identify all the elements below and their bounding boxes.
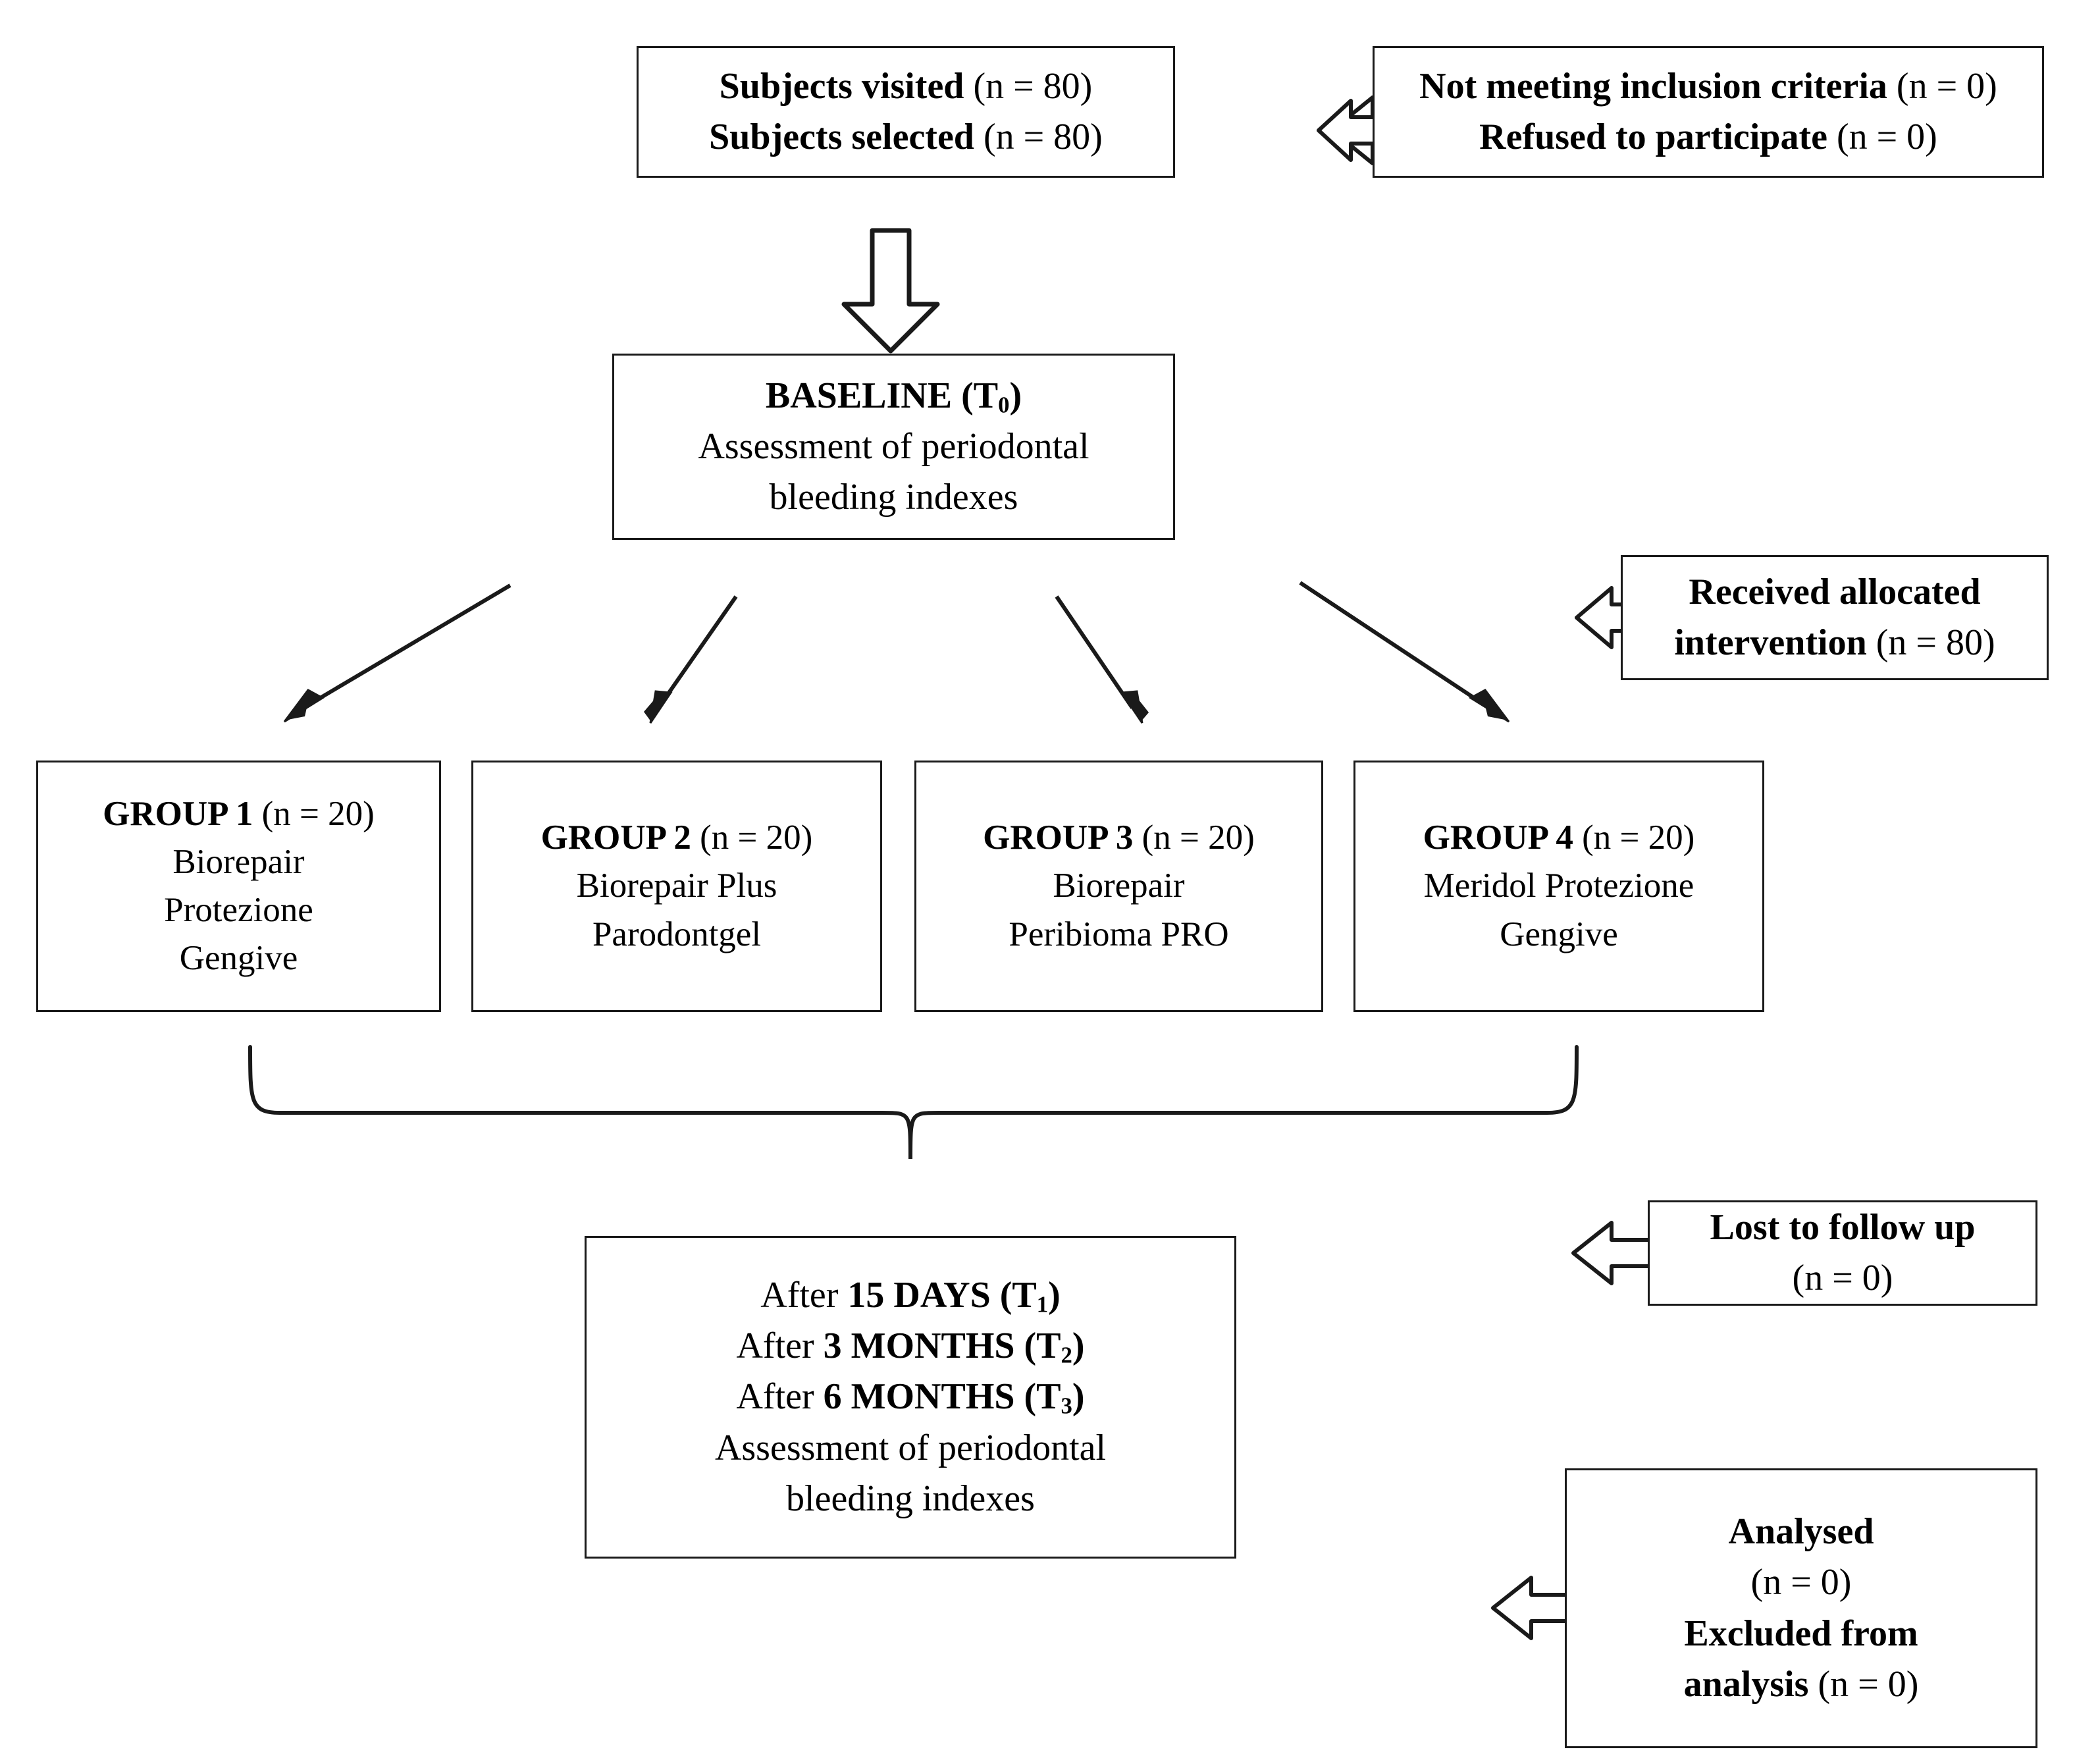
allocation-line-2-bold: intervention xyxy=(1674,622,1867,663)
group-3-heading-rest: (n = 20) xyxy=(1133,818,1255,857)
group-4-heading: GROUP 4 (n = 20) xyxy=(1423,814,1695,862)
baseline-box: BASELINE (T0) Assessment of periodontal … xyxy=(612,354,1175,540)
baseline-branch-arrowheads xyxy=(284,693,1508,722)
baseline-heading-subscript: 0 xyxy=(998,392,1010,418)
groups-to-followup-brace xyxy=(248,1045,1579,1160)
subjects-screened-box: Subjects visited (n = 80) Subjects selec… xyxy=(637,46,1175,178)
baseline-heading-prefix: BASELINE (T xyxy=(765,375,999,416)
analysed-box: Analysed (n = 0) Excluded from analysis … xyxy=(1565,1468,2037,1748)
followup-body-line-1: Assessment of periodontal xyxy=(714,1427,1107,1468)
excluded-line-2-bold: Refused to participate xyxy=(1479,117,1827,157)
group-4-box: GROUP 4 (n = 20) Meridol Protezione Geng… xyxy=(1353,761,1764,1012)
group-3-box: GROUP 3 (n = 20) Biorepair Peribioma PRO xyxy=(914,761,1323,1012)
followup-timepoint-2-subscript: 2 xyxy=(1061,1342,1072,1368)
analysed-line-2-rest: (n = 0) xyxy=(1750,1562,1852,1603)
allocation-line-1-bold: Received allocated xyxy=(1689,571,1981,612)
group-3-heading: GROUP 3 (n = 20) xyxy=(983,814,1255,862)
followup-timepoint-3-prefix: After xyxy=(736,1376,824,1418)
allocation-line-2-rest: (n = 80) xyxy=(1866,622,1995,663)
block-arrow-down-to-baseline xyxy=(841,228,940,354)
group-4-body-line-2: Gengive xyxy=(1500,915,1618,953)
group-3-heading-bold: GROUP 3 xyxy=(983,818,1134,857)
group-1-heading: GROUP 1 (n = 20) xyxy=(103,790,375,838)
followup-timepoint-3-bold: 6 MONTHS (T xyxy=(823,1376,1061,1418)
followup-timepoint-1-bold: 15 DAYS (T xyxy=(847,1274,1037,1316)
group-1-body-line-1: Biorepair xyxy=(172,842,305,881)
screened-line-1-rest: (n = 80) xyxy=(964,65,1093,107)
followup-timepoint-2-prefix: After xyxy=(736,1325,824,1367)
baseline-branch-arrowheads-outline xyxy=(283,689,1510,724)
group-1-body-line-2: Protezione xyxy=(164,891,313,929)
analysed-line-4: analysis (n = 0) xyxy=(1684,1659,1919,1710)
block-arrow-left-analysed xyxy=(1491,1576,1570,1640)
excluded-reasons-box: Not meeting inclusion criteria (n = 0) R… xyxy=(1373,46,2044,178)
group-2-body-line-2: Parodontgel xyxy=(592,915,762,953)
lost-line-1: Lost to follow up xyxy=(1710,1202,1976,1253)
group-4-heading-bold: GROUP 4 xyxy=(1423,818,1573,857)
excluded-line-1-rest: (n = 0) xyxy=(1887,65,1997,107)
baseline-heading-suffix: ) xyxy=(1009,375,1022,416)
block-arrow-left-lost xyxy=(1571,1221,1652,1285)
screened-line-1: Subjects visited (n = 80) xyxy=(720,61,1093,112)
analysed-line-4-bold: analysis xyxy=(1683,1663,1809,1705)
screened-line-1-bold: Subjects visited xyxy=(719,65,964,107)
analysed-line-1: Analysed xyxy=(1729,1507,1874,1557)
followup-timepoint-1: After 15 DAYS (T1) xyxy=(760,1270,1061,1321)
block-arrow-left-allocation xyxy=(1575,586,1625,649)
baseline-branch-arrows xyxy=(302,581,1490,710)
followup-timepoint-1-suffix: ) xyxy=(1048,1274,1061,1316)
followup-timepoint-1-prefix: After xyxy=(760,1274,848,1316)
followup-timepoint-2-suffix: ) xyxy=(1072,1325,1085,1367)
followup-body-line-2: bleeding indexes xyxy=(786,1478,1035,1519)
group-2-heading-bold: GROUP 2 xyxy=(540,818,691,857)
analysed-line-2: (n = 0) xyxy=(1751,1557,1852,1608)
group-4-body-line-1: Meridol Protezione xyxy=(1423,867,1694,905)
group-3-body-line-2: Peribioma PRO xyxy=(1009,915,1229,953)
lost-to-followup-box: Lost to follow up (n = 0) xyxy=(1648,1200,2037,1306)
analysed-line-4-rest: (n = 0) xyxy=(1808,1663,1919,1705)
analysed-line-3-bold: Excluded from xyxy=(1684,1613,1918,1654)
followup-timepoint-3-suffix: ) xyxy=(1072,1376,1085,1418)
group-1-body-line-3: Gengive xyxy=(179,939,298,978)
lost-line-1-bold: Lost to follow up xyxy=(1710,1206,1976,1248)
followup-timepoint-3: After 6 MONTHS (T3) xyxy=(736,1372,1084,1422)
group-1-heading-bold: GROUP 1 xyxy=(103,794,253,833)
group-2-heading-rest: (n = 20) xyxy=(691,818,813,857)
baseline-body-line-2: bleeding indexes xyxy=(769,477,1018,518)
analysed-line-3: Excluded from xyxy=(1684,1609,1918,1659)
allocation-line-1: Received allocated xyxy=(1689,567,1980,618)
group-2-body-line-1: Biorepair Plus xyxy=(576,867,777,905)
group-1-heading-rest: (n = 20) xyxy=(253,794,375,833)
excluded-line-2-rest: (n = 0) xyxy=(1827,117,1937,157)
excluded-line-2: Refused to participate (n = 0) xyxy=(1479,112,1937,163)
group-2-box: GROUP 2 (n = 20) Biorepair Plus Parodont… xyxy=(471,761,882,1012)
lost-line-2-rest: (n = 0) xyxy=(1792,1258,1893,1298)
group-2-heading: GROUP 2 (n = 20) xyxy=(541,814,813,862)
followup-timepoint-1-subscript: 1 xyxy=(1036,1291,1049,1318)
baseline-heading: BASELINE (T0) xyxy=(766,371,1022,421)
group-4-heading-rest: (n = 20) xyxy=(1573,818,1695,857)
followup-timepoint-3-subscript: 3 xyxy=(1061,1393,1072,1419)
received-allocated-intervention-box: Received allocated intervention (n = 80) xyxy=(1621,555,2049,680)
block-arrow-left-excluded xyxy=(1330,95,1375,165)
followup-assessment-box: After 15 DAYS (T1) After 3 MONTHS (T2) A… xyxy=(585,1236,1236,1559)
allocation-line-2: intervention (n = 80) xyxy=(1674,618,1995,668)
lost-line-2: (n = 0) xyxy=(1793,1253,1893,1304)
analysed-line-1-bold: Analysed xyxy=(1728,1510,1874,1552)
baseline-body-line-1: Assessment of periodontal xyxy=(698,425,1089,467)
screened-line-2-rest: (n = 80) xyxy=(974,117,1103,157)
group-1-box: GROUP 1 (n = 20) Biorepair Protezione Ge… xyxy=(36,761,441,1012)
followup-timepoint-2: After 3 MONTHS (T2) xyxy=(736,1321,1084,1372)
block-arrow-left-excluded-shaft xyxy=(1317,99,1377,162)
excluded-line-1-bold: Not meeting inclusion criteria xyxy=(1419,65,1887,107)
followup-timepoint-2-bold: 3 MONTHS (T xyxy=(823,1325,1061,1367)
screened-line-2: Subjects selected (n = 80) xyxy=(709,112,1103,163)
group-3-body-line-1: Biorepair xyxy=(1053,867,1185,905)
excluded-line-1: Not meeting inclusion criteria (n = 0) xyxy=(1419,61,1997,112)
screened-line-2-bold: Subjects selected xyxy=(709,117,974,157)
